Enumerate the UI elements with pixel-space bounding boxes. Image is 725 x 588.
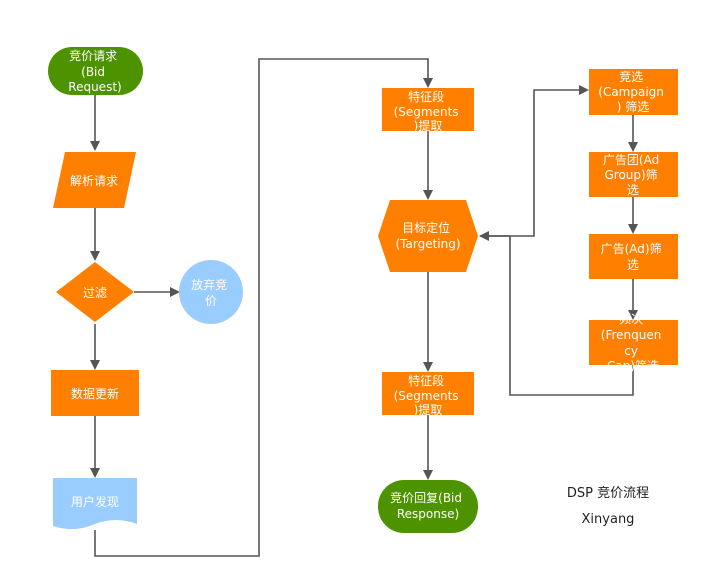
targeting-node — [378, 200, 478, 272]
adgroup-filter-node — [589, 152, 678, 197]
diagram-author: Xinyang — [582, 512, 635, 527]
frequency-filter-node — [589, 320, 678, 365]
bid-request-label: 竞价请求 (Bid Request) — [68, 49, 121, 94]
bid-response-label: 竞价回复(Bid Response) — [390, 491, 466, 521]
bid-request-node — [48, 47, 143, 95]
edge-targeting-to-campaign — [480, 85, 589, 237]
frequency-filter-label: 频次 (Frenquen cy Cap)筛选 — [601, 312, 665, 373]
segments-extract-label-1: 特征段 (Segments )提取 — [394, 89, 463, 133]
adgroup-filter-label: 广告团(Ad Group)筛 选 — [603, 153, 663, 197]
user-discovery-node — [53, 478, 137, 530]
nodes — [48, 47, 678, 533]
campaign-filter-node — [589, 69, 678, 115]
user-discovery-label: 用户发现 — [71, 494, 119, 509]
ad-filter-label: 广告(Ad)筛 选 — [601, 241, 666, 272]
segments-extract-node-1 — [382, 88, 474, 131]
campaign-filter-label: 竞选 (Campaign ) 筛选 — [598, 70, 667, 114]
discard-node — [179, 260, 243, 324]
edge-discovery-to-segments — [94, 58, 433, 557]
bid-response-node — [378, 480, 478, 533]
discard-label: 放弃竞 价 — [191, 277, 231, 308]
diagram-title: DSP 竞价流程 — [567, 485, 649, 501]
node-labels: 竞价请求 (Bid Request) 解析请求 过滤 放弃竞 价 数据更新 用户… — [68, 49, 667, 521]
ad-filter-node — [589, 234, 678, 279]
data-update-node — [51, 370, 139, 416]
data-update-label: 数据更新 — [71, 386, 119, 401]
diagram-caption: DSP 竞价流程 Xinyang — [567, 485, 649, 527]
parse-request-node — [53, 152, 136, 208]
edge-frequency-to-targeting — [479, 231, 634, 396]
segments-extract-label-2: 特征段 (Segments )提取 — [394, 373, 463, 417]
connectors — [90, 58, 638, 557]
filter-label: 过滤 — [83, 286, 107, 300]
targeting-label: 目标定位 (Targeting) — [395, 220, 460, 251]
parse-request-label: 解析请求 — [70, 174, 118, 188]
filter-node — [56, 262, 134, 322]
segments-extract-node-2 — [382, 372, 474, 415]
